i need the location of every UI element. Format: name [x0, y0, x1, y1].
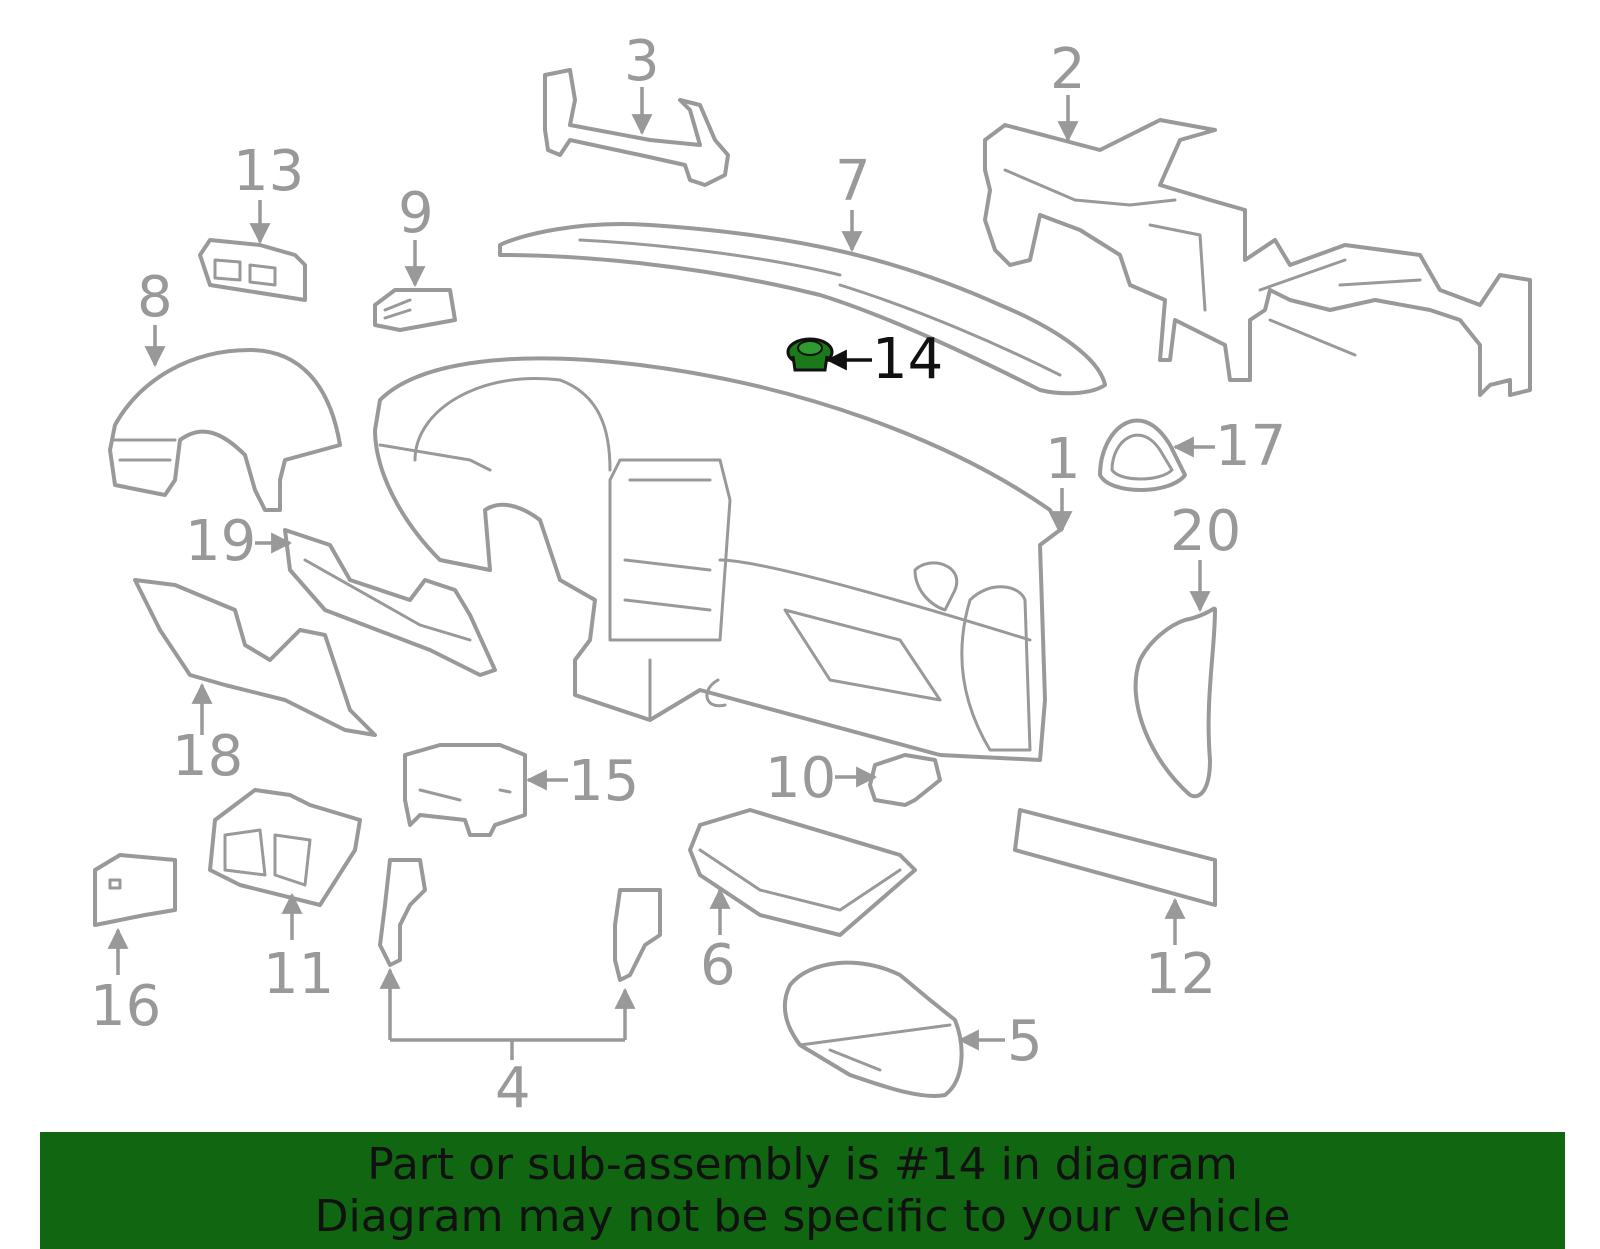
callout-12: 12 — [1145, 942, 1216, 1007]
part-1-instrument-panel[interactable] — [373, 356, 1062, 762]
part-14-clip[interactable] — [786, 337, 834, 372]
callout-4: 4 — [495, 1056, 531, 1121]
callout-1: 1 — [1045, 427, 1081, 492]
info-banner: Part or sub-assembly is #14 in diagram D… — [40, 1132, 1565, 1249]
callout-labels: 1 2 3 4 5 6 7 8 9 10 11 12 13 14 15 16 1… — [90, 29, 1286, 1121]
callout-2: 2 — [1050, 37, 1086, 102]
banner-line-1: Part or sub-assembly is #14 in diagram — [367, 1138, 1238, 1190]
part-15-switch[interactable] — [403, 743, 527, 837]
callout-14: 14 — [872, 327, 943, 392]
callout-10: 10 — [765, 746, 836, 811]
part-3-bracket[interactable] — [543, 68, 730, 187]
part-10-vent[interactable] — [868, 753, 942, 807]
leader-arrows — [107, 87, 1215, 1051]
part-13-switch-panel[interactable] — [198, 238, 307, 302]
part-16-switch[interactable] — [93, 853, 177, 927]
callout-18: 18 — [172, 724, 243, 789]
part-19-trim-panel[interactable] — [283, 528, 497, 677]
callout-5: 5 — [1007, 1009, 1043, 1074]
part-11-center-vent[interactable] — [208, 788, 362, 907]
part-12-trim-strip[interactable] — [1013, 808, 1217, 907]
callout-16: 16 — [90, 974, 161, 1039]
callout-6: 6 — [700, 933, 736, 998]
part-8-cluster-bezel[interactable] — [108, 348, 342, 512]
part-2-cross-car-beam[interactable] — [983, 118, 1532, 397]
part-5-airbag-module[interactable] — [782, 960, 964, 1098]
part-18-knee-bolster[interactable] — [133, 578, 377, 737]
part-20-side-cover[interactable] — [1133, 606, 1217, 799]
part-4-brackets[interactable] — [378, 858, 662, 1060]
banner-line-2: Diagram may not be specific to your vehi… — [314, 1190, 1291, 1242]
callout-8: 8 — [137, 265, 173, 330]
callout-19: 19 — [185, 509, 256, 574]
callout-15: 15 — [568, 749, 639, 814]
callout-11: 11 — [263, 942, 334, 1007]
part-6-glove-box[interactable] — [688, 808, 917, 937]
part-17-speaker-grille[interactable] — [1098, 418, 1187, 492]
part-7-defrost-panel[interactable] — [498, 222, 1107, 396]
part-9-switch[interactable] — [373, 288, 457, 332]
callout-3: 3 — [624, 29, 660, 94]
callout-7: 7 — [835, 149, 871, 214]
callout-13: 13 — [233, 139, 304, 204]
callout-20: 20 — [1170, 499, 1241, 564]
callout-9: 9 — [398, 181, 434, 246]
callout-17: 17 — [1215, 414, 1286, 479]
